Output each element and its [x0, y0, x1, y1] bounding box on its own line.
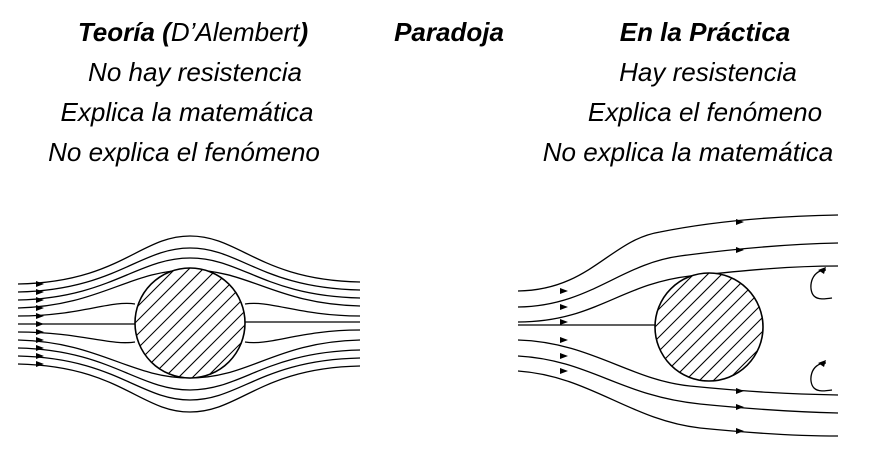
theory-heading-part1: Teoría (	[77, 17, 171, 47]
theory-heading: Teoría (D’Alembert)	[78, 17, 308, 47]
practice-line-2: Explica el fenómeno	[587, 97, 823, 127]
real-streamlines	[517, 214, 839, 437]
theory-line-3: No explica el fenómeno	[48, 137, 320, 167]
real-flow-arrows	[560, 219, 826, 434]
cylinder-real	[654, 272, 764, 382]
theory-line-1: No hay resistencia	[88, 57, 302, 87]
paradox-heading: Paradoja	[394, 17, 504, 47]
theory-line-2: Explica la matemática	[60, 97, 314, 127]
ideal-flow-arrows	[36, 281, 44, 367]
dalembert-name: D’Alembert	[170, 17, 300, 47]
practice-line-3: No explica la matemática	[542, 137, 834, 167]
practice-line-1: Hay resistencia	[619, 57, 797, 87]
theory-heading-part2: )	[299, 17, 309, 47]
practice-heading: En la Práctica	[619, 17, 791, 47]
